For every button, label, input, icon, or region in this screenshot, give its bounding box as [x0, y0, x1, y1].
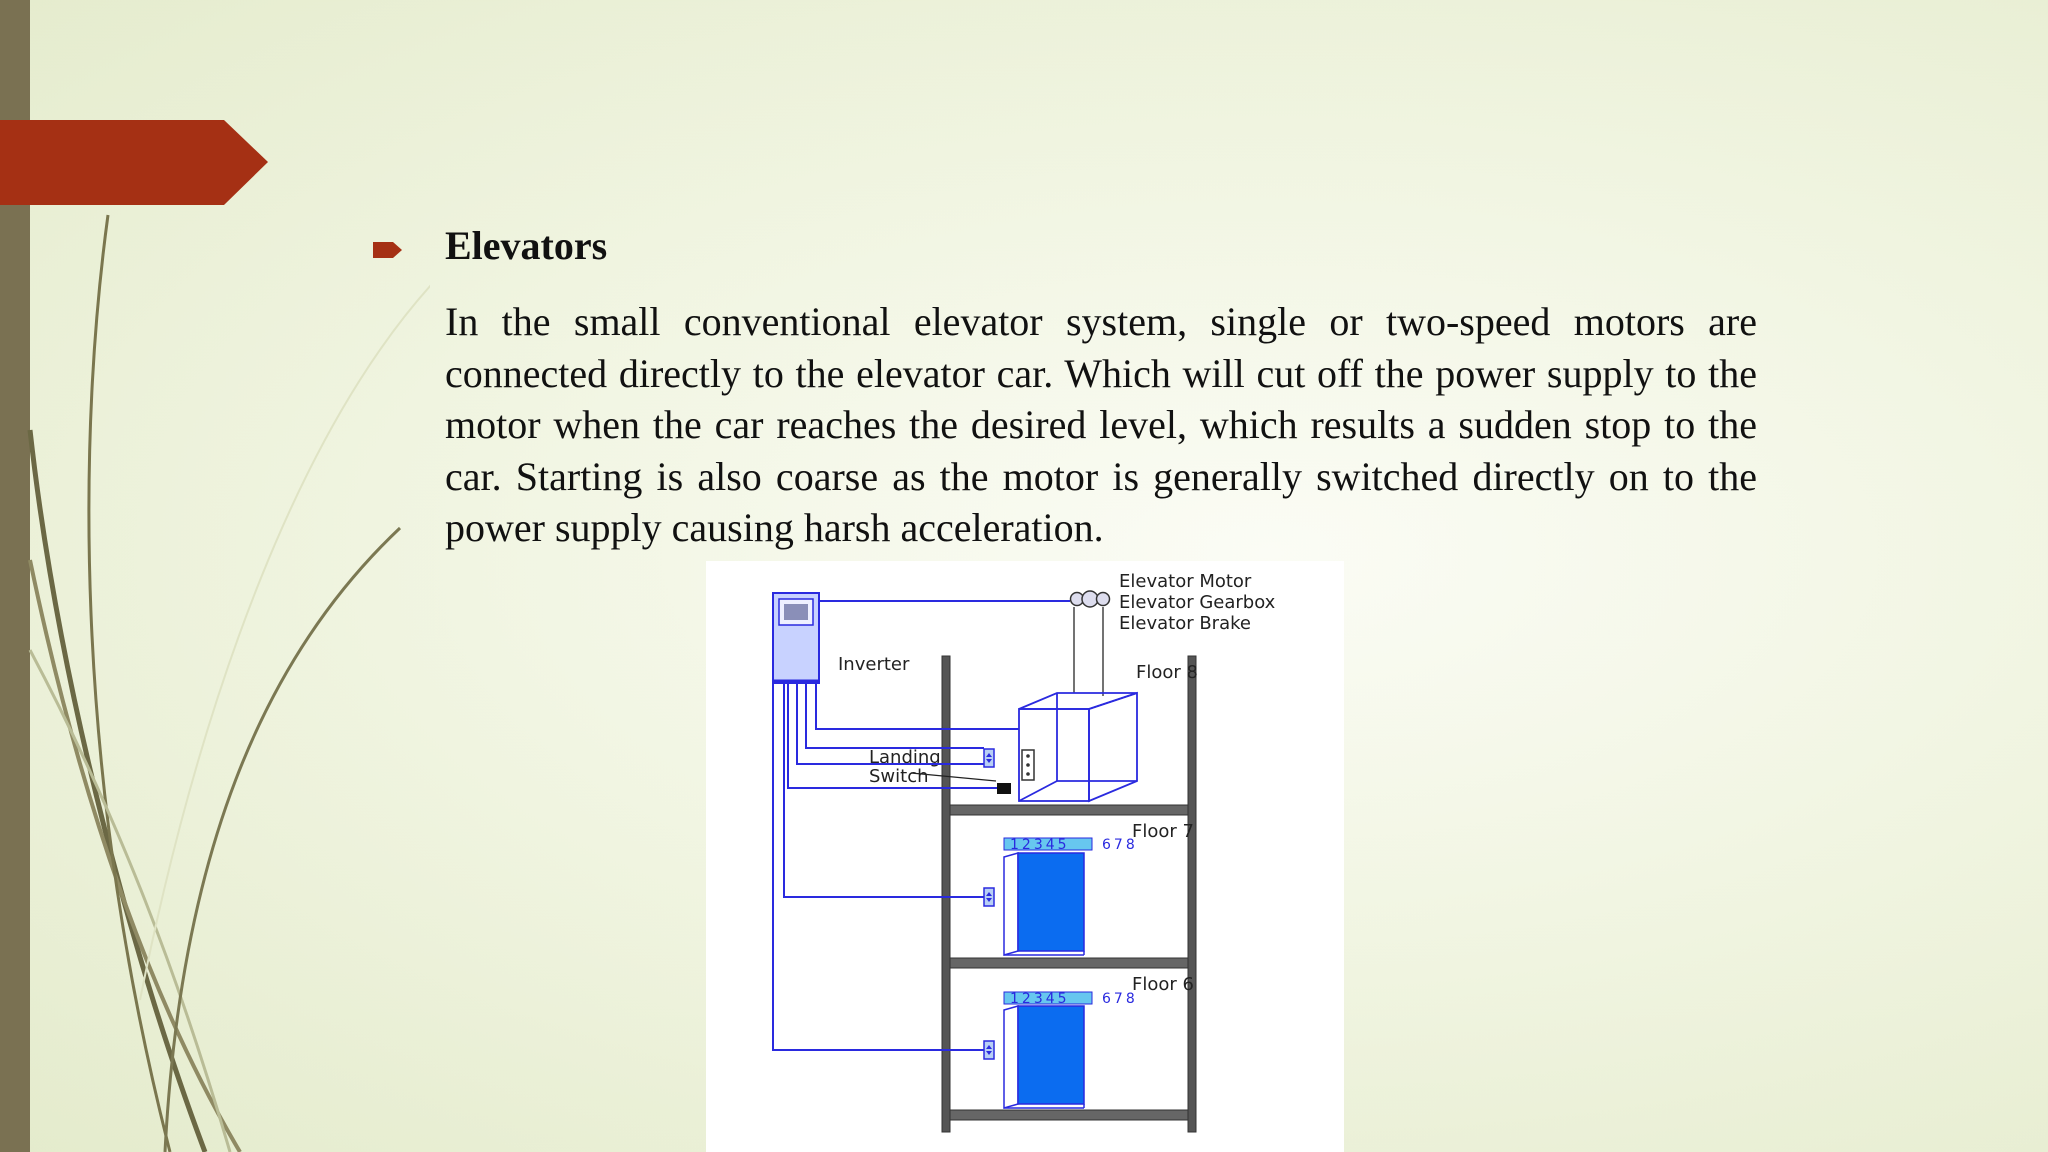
motor-label: Elevator Motor	[1119, 571, 1252, 592]
svg-text:12345: 12345	[1010, 991, 1070, 1007]
floor-7-indicator: 12345 678	[1003, 837, 1138, 853]
car-door-panel	[1021, 749, 1035, 781]
floor-7-door	[1003, 852, 1085, 956]
control-wiring	[772, 683, 1019, 1051]
svg-text:12345: 12345	[1010, 837, 1070, 853]
svg-text:678: 678	[1102, 837, 1138, 853]
motor-gearbox-brake-icon	[1069, 590, 1111, 608]
floor-8-call-button	[983, 748, 995, 768]
floor-7-label: Floor 7	[1132, 821, 1194, 842]
shaft-rail-right	[1187, 655, 1197, 1133]
bullet-arrow-icon	[373, 242, 402, 258]
gearbox-label: Elevator Gearbox	[1119, 592, 1276, 613]
floor-7-call-button	[983, 887, 995, 907]
floor-6-indicator: 12345 678	[1003, 991, 1138, 1007]
decorative-stems	[27, 214, 430, 1152]
floor-6-door	[1003, 1005, 1085, 1109]
landing-switch-sensor	[997, 783, 1011, 794]
floor-6-label: Floor 6	[1132, 974, 1194, 995]
floor-6-call-button	[983, 1040, 995, 1060]
shaft-rail-left	[941, 655, 951, 1133]
svg-text:678: 678	[1102, 991, 1138, 1007]
brake-label: Elevator Brake	[1119, 613, 1251, 634]
floor-8-label: Floor 8	[1136, 662, 1198, 683]
landing-switch-label-line1: Landing	[869, 747, 941, 768]
elevator-car	[1018, 691, 1138, 803]
inverter-label: Inverter	[838, 654, 910, 675]
slide-paragraph: In the small conventional elevator syste…	[445, 299, 1757, 550]
landing-switch-label-line2: Switch	[869, 766, 929, 787]
inverter-unit	[772, 592, 820, 684]
elevator-diagram: Inverter Elevator Motor Elevator Gearbox…	[706, 561, 1344, 1152]
floor-slab-5	[949, 1109, 1189, 1121]
floor-slab-6	[949, 957, 1189, 969]
slide-heading: Elevators	[445, 223, 608, 268]
title-flag-shape	[0, 120, 268, 205]
floor-slab-7	[949, 804, 1189, 816]
